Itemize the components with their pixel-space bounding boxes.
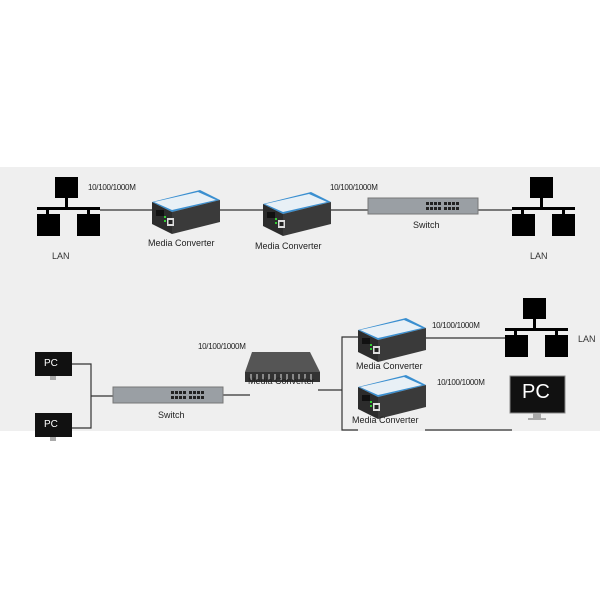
pc-icon-1 (35, 352, 72, 380)
pc-icon-2 (35, 413, 72, 441)
pc-label: PC (522, 381, 550, 403)
lan-icon-right (512, 177, 575, 236)
switch-label: Switch (413, 220, 440, 230)
speed-label: 10/100/1000M (437, 378, 485, 387)
connection-lines (72, 209, 512, 431)
media-converter-1 (152, 190, 220, 234)
media-converter-upper (358, 318, 426, 362)
speed-label: 10/100/1000M (330, 183, 378, 192)
pc-label: PC (44, 358, 58, 369)
lan-label-left: LAN (52, 251, 70, 261)
switch-bottom (112, 386, 224, 404)
speed-label: 10/100/1000M (198, 342, 246, 351)
converter-label: Media Converter (352, 415, 419, 425)
rack-media-converter (245, 352, 320, 382)
media-converter-2 (263, 192, 331, 236)
lan-label-right: LAN (530, 251, 548, 261)
switch-top (367, 197, 479, 215)
converter-label: Media Converter (255, 241, 322, 251)
switch-label: Switch (158, 410, 185, 420)
converter-label: Media Converter (356, 361, 423, 371)
pc-label: PC (44, 419, 58, 430)
lan-label: LAN (578, 334, 596, 344)
pc-icon-3 (509, 375, 566, 420)
speed-label: 10/100/1000M (432, 321, 480, 330)
media-converter-lower (358, 375, 426, 419)
lan-icon-bottom (505, 298, 568, 357)
speed-label: 10/100/1000M (88, 183, 136, 192)
converter-label: Media Converter (148, 238, 215, 248)
converter-label: Media Converter (248, 376, 315, 386)
